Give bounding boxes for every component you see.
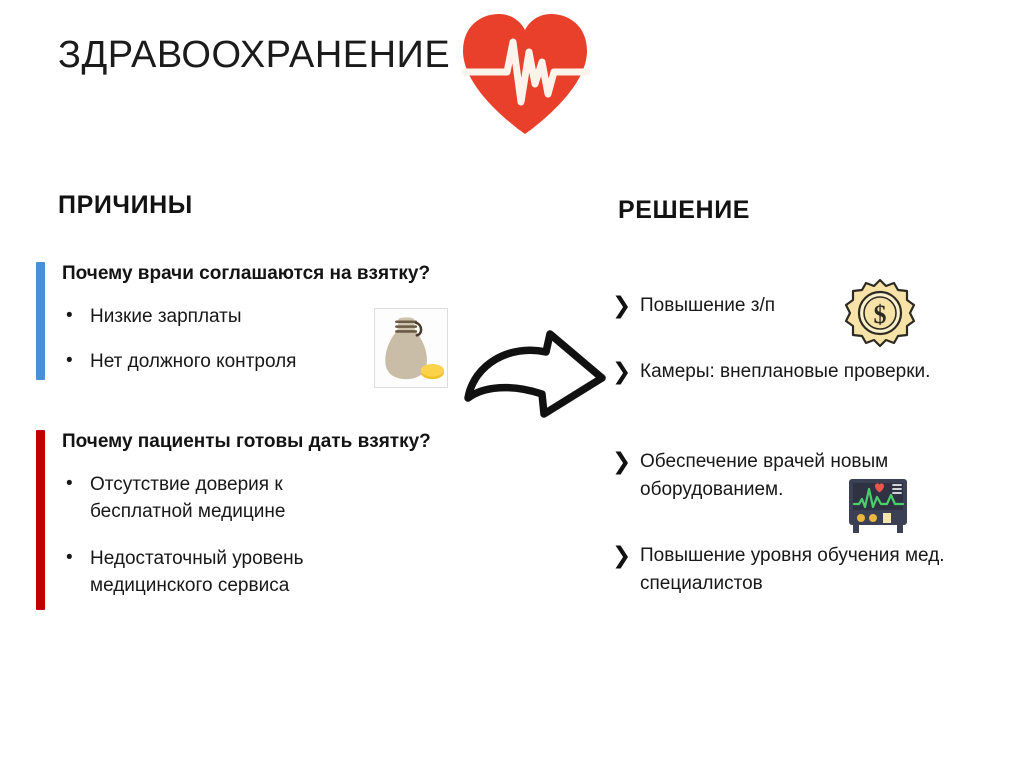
list-item: Нет должного контроля: [62, 348, 392, 376]
chevron-right-icon: ❯: [612, 448, 632, 474]
gear-dollar-icon: $: [843, 277, 917, 351]
solution-heading: РЕШЕНИЕ: [618, 196, 751, 224]
chevron-right-icon: ❯: [612, 292, 632, 318]
cause-bullets-doctors: Низкие зарплаты Нет должного контроля: [62, 303, 392, 376]
solution-item-label: Повышение з/п: [640, 295, 776, 316]
solution-item-label: Камеры: внеплановые проверки.: [640, 361, 931, 382]
medical-monitor-icon: [847, 477, 909, 535]
solution-item-label: Обеспечение врачей новым оборудованием.: [640, 451, 889, 500]
heart-pulse-icon: [455, 6, 595, 138]
accent-bar-red: [36, 430, 45, 610]
chevron-right-icon: ❯: [612, 358, 632, 384]
cause-question-patients: Почему пациенты готовы дать взятку?: [62, 431, 431, 452]
list-item: Низкие зарплаты: [62, 303, 392, 331]
cause-question-doctors: Почему врачи соглашаются на взятку?: [62, 263, 431, 284]
money-bag-icon: [374, 308, 448, 388]
cause-bullets-patients: Отсутствие доверия к бесплатной медицине…: [62, 471, 382, 600]
page-title: ЗДРАВООХРАНЕНИЕ: [58, 34, 451, 76]
accent-bar-blue: [36, 262, 45, 380]
curved-arrow-right-icon: [462, 326, 612, 426]
svg-text:$: $: [874, 300, 887, 329]
list-item: Недостаточный уровень медицинского серви…: [62, 545, 382, 600]
list-item: Отсутствие доверия к бесплатной медицине: [62, 471, 382, 526]
causes-heading: ПРИЧИНЫ: [58, 191, 193, 219]
solution-item-label: Повышение уровня обучения мед. специалис…: [640, 545, 945, 594]
chevron-right-icon: ❯: [612, 542, 632, 568]
